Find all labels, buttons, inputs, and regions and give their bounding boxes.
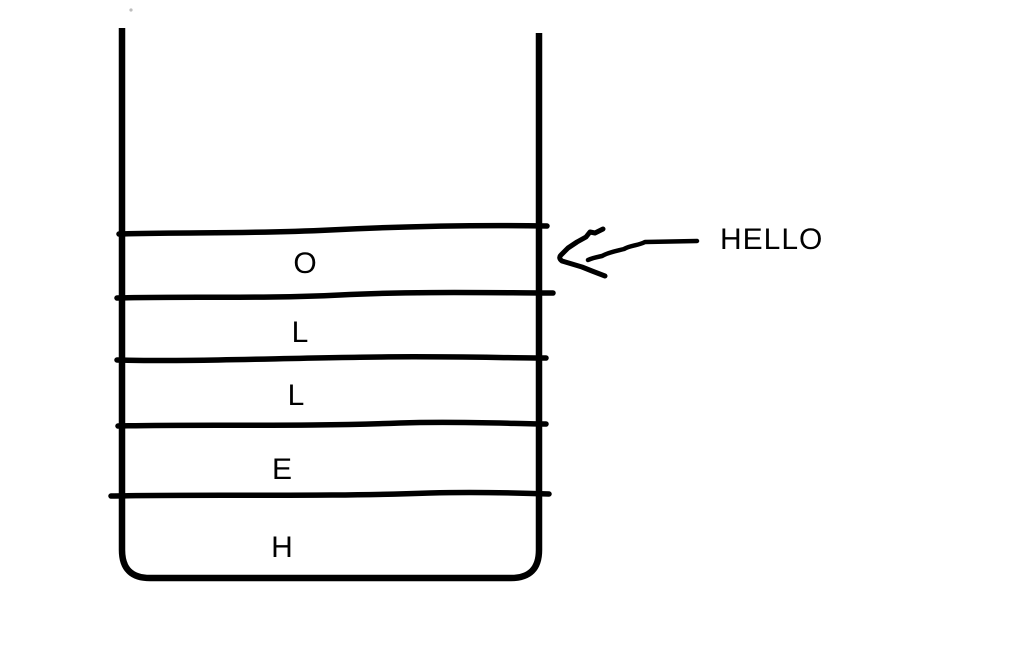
stack-cell-label: H [271, 531, 293, 564]
annotation-arrowhead-icon [557, 226, 608, 279]
stack-container-outline [118, 28, 543, 582]
annotation-label: HELLO [720, 223, 823, 256]
stack-divider [116, 222, 550, 237]
stack-cell-label: L [292, 316, 309, 349]
stack-divider [115, 419, 549, 429]
stack-divider [108, 489, 552, 499]
annotation-arrow-shaft [585, 238, 700, 263]
stack-cell-label: L [288, 379, 305, 412]
stack-cell-label: E [272, 453, 292, 486]
stack-divider [114, 289, 556, 301]
artifact-dot [129, 8, 133, 12]
stack-cell-label: O [293, 247, 316, 280]
stack-divider [114, 353, 549, 364]
